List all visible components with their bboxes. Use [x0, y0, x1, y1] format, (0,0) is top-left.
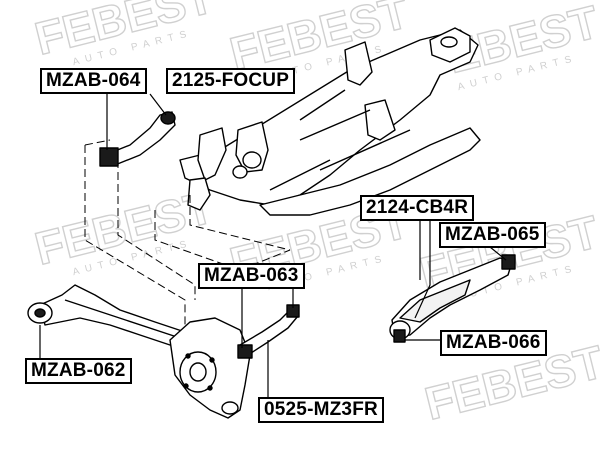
subframe-rib — [299, 89, 346, 121]
leader-line — [149, 93, 167, 116]
knuckle-bolt — [209, 357, 215, 363]
subframe-lower-bracket — [187, 177, 211, 211]
lower-front-arm-rib — [64, 299, 181, 339]
knuckle-lower-mount — [221, 401, 239, 415]
knuckle-bolt — [207, 385, 213, 391]
subframe-front-bracket — [197, 127, 227, 181]
leader-line — [414, 220, 431, 319]
subframe-cross-brace — [364, 99, 396, 141]
lower-rear-arm — [389, 254, 516, 343]
callout-mzab-066: MZAB-066 — [440, 330, 547, 356]
knuckle-bolt — [183, 383, 189, 389]
subframe-cross-brace — [344, 41, 373, 86]
upper-control-arm — [99, 111, 176, 167]
lower-rear-arm-bushing-inner — [393, 329, 406, 343]
subframe-rear-beam — [259, 127, 481, 216]
subframe-right-mount-bushing — [440, 36, 458, 48]
upper-arm-bushing — [99, 147, 119, 167]
guide-line — [154, 210, 291, 271]
subframe-center-bushing — [232, 165, 248, 179]
watermark-logo: FEBEST AUTO PARTS — [29, 0, 219, 68]
guide-lines — [84, 139, 291, 325]
callout-0525-mz3fr: 0525-MZ3FR — [258, 397, 384, 423]
subframe — [179, 27, 481, 216]
subframe-rib — [319, 129, 411, 171]
guide-line — [117, 160, 196, 300]
subframe-left-mount-bushing — [242, 151, 262, 169]
guide-line — [84, 139, 111, 146]
lower-rear-arm-bushing-outer — [501, 254, 516, 270]
upper-arm-bushing-end — [160, 111, 176, 125]
subframe-rib — [299, 109, 371, 141]
callout-2124-cb4r: 2124-CB4R — [360, 195, 475, 221]
callout-mzab-063: MZAB-063 — [198, 263, 305, 289]
guide-line — [189, 195, 291, 251]
knuckle-hub-center — [189, 362, 207, 382]
lateral-link — [237, 304, 300, 359]
callout-mzab-065: MZAB-065 — [439, 222, 546, 248]
callout-mzab-064: MZAB-064 — [40, 68, 147, 94]
lower-front-arm — [27, 284, 191, 346]
leader-line — [489, 246, 507, 261]
callout-mzab-062: MZAB-062 — [25, 358, 132, 384]
subframe-rib — [269, 159, 331, 191]
callout-2125-focup: 2125-FOCUP — [166, 68, 296, 94]
lateral-link-bushing-inner — [237, 344, 253, 359]
rear-knuckle — [169, 317, 251, 419]
lower-front-arm-bushing-core — [34, 308, 46, 318]
lower-front-arm-body — [39, 284, 191, 346]
knuckle-bolt — [185, 353, 191, 359]
